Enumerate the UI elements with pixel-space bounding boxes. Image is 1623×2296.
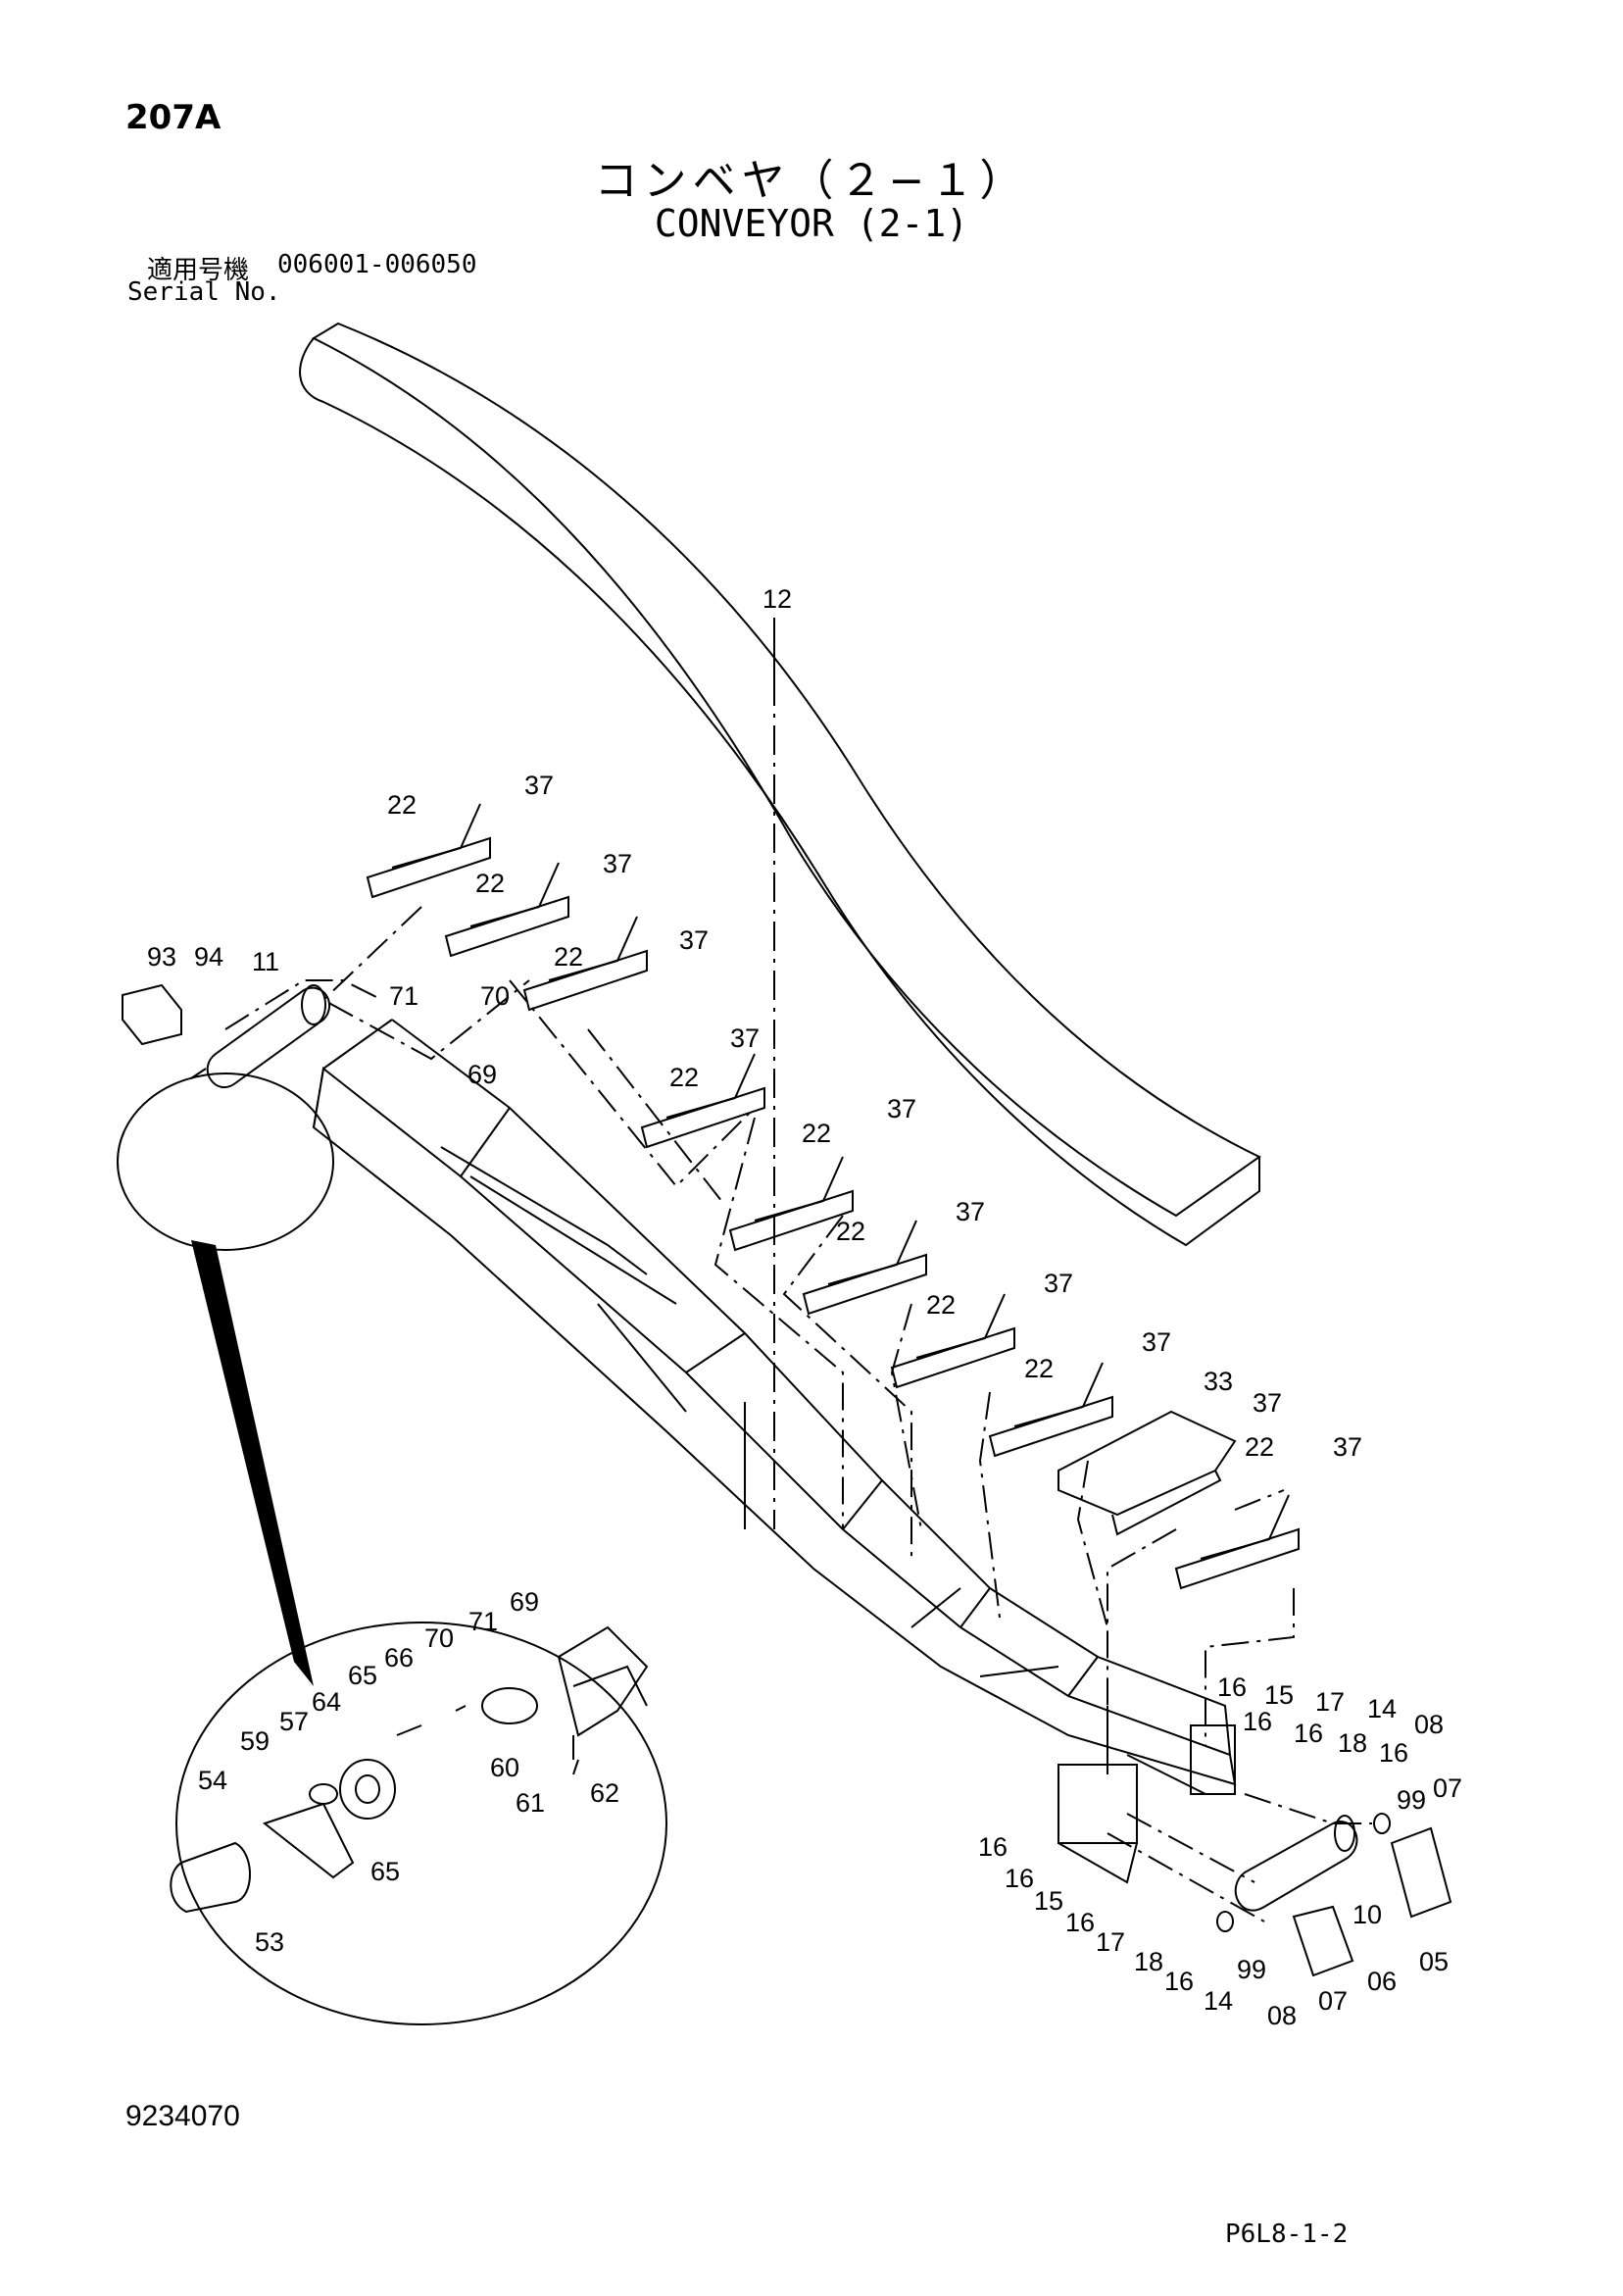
drive-detail-small-circle <box>117 1073 334 1251</box>
head-roller-assembly <box>122 983 330 1089</box>
callout-label: 60 <box>490 1753 519 1782</box>
callout-label: 22 <box>387 790 417 820</box>
callout-label: 37 <box>1142 1327 1171 1357</box>
idler-set <box>366 803 1300 1590</box>
callout-label: 18 <box>1338 1728 1367 1758</box>
callout-label: 37 <box>603 849 632 878</box>
serial-range: 006001-006050 <box>277 250 477 279</box>
callout-label: 22 <box>836 1217 865 1246</box>
callout-label: 08 <box>1267 2001 1297 2030</box>
serial-label-japanese: 適用号機 <box>147 256 250 285</box>
callout-label: 99 <box>1397 1785 1426 1815</box>
callout-label: 65 <box>348 1661 377 1690</box>
page-title-japanese: コンベヤ（２−１） <box>594 156 1029 206</box>
drawing-number: 9234070 <box>125 2100 240 2132</box>
callout-label: 14 <box>1367 1694 1397 1723</box>
callout-label: 16 <box>1065 1908 1095 1937</box>
callout-label: 16 <box>1217 1672 1247 1702</box>
callout-label: 37 <box>1253 1388 1282 1418</box>
callout-label: 22 <box>554 942 583 972</box>
callout-label: 53 <box>255 1927 284 1957</box>
callout-label: 66 <box>384 1643 414 1672</box>
callout-label: 22 <box>1024 1354 1054 1383</box>
callout-label: 16 <box>1164 1967 1194 1996</box>
drive-detail-parts <box>170 1625 649 1914</box>
callout-label: 16 <box>1294 1719 1323 1748</box>
callout-label: 15 <box>1034 1886 1063 1916</box>
callout-label: 70 <box>424 1623 454 1653</box>
callout-label: 69 <box>467 1060 497 1089</box>
callout-label: 37 <box>730 1023 760 1053</box>
callout-label: 70 <box>480 981 510 1011</box>
callout-label: 59 <box>240 1726 270 1756</box>
callout-label: 37 <box>956 1197 985 1226</box>
callout-label: 17 <box>1096 1927 1125 1957</box>
callout-label: 10 <box>1352 1900 1382 1929</box>
callout-label: 54 <box>198 1766 227 1795</box>
callout-labels: 12 22 37 22 37 22 37 37 22 22 37 22 37 2… <box>147 584 1462 2030</box>
tail-roller-assembly <box>1216 1813 1452 1977</box>
idler-leader-lines <box>224 906 1372 1922</box>
callout-label: 94 <box>194 942 223 972</box>
callout-label: 71 <box>468 1607 498 1636</box>
callout-label: 11 <box>252 947 279 976</box>
callout-label: 07 <box>1433 1773 1462 1803</box>
callout-label: 22 <box>669 1063 699 1092</box>
callout-label: 37 <box>1333 1432 1362 1462</box>
callout-label: 06 <box>1367 1967 1397 1996</box>
callout-label: 18 <box>1134 1947 1163 1976</box>
serial-label-english: Serial No. <box>127 277 281 307</box>
callout-label: 16 <box>978 1832 1008 1862</box>
drive-detail-large-circle <box>175 1622 667 2025</box>
callout-label: 93 <box>147 942 176 972</box>
callout-label: 12 <box>762 584 792 614</box>
callout-label: 22 <box>926 1290 956 1320</box>
page-id: 207A <box>125 98 221 137</box>
callout-label: 15 <box>1264 1680 1294 1710</box>
callout-label: 61 <box>516 1788 545 1818</box>
callout-label: 71 <box>389 981 418 1011</box>
callout-label: 17 <box>1315 1687 1345 1717</box>
callout-label: 62 <box>590 1778 619 1808</box>
callout-label: 08 <box>1414 1710 1444 1739</box>
hopper-cover <box>1057 1410 1237 1517</box>
callout-label: 57 <box>279 1707 309 1736</box>
callout-label: 05 <box>1419 1947 1449 1976</box>
page-code: P6L8-1-2 <box>1225 2220 1349 2249</box>
callout-label: 99 <box>1237 1955 1266 1984</box>
callout-label: 65 <box>370 1857 400 1886</box>
conveyor-belt <box>299 322 1261 1247</box>
callout-label: 07 <box>1318 1986 1348 2016</box>
callout-label: 16 <box>1379 1738 1408 1768</box>
callout-label: 37 <box>1044 1269 1073 1298</box>
page-title-english: CONVEYOR (2-1) <box>654 202 969 245</box>
callout-label: 16 <box>1005 1864 1034 1893</box>
conveyor-frame <box>312 1019 1237 1884</box>
callout-label: 37 <box>524 771 554 800</box>
callout-label: 14 <box>1204 1986 1233 2016</box>
callout-label: 16 <box>1243 1707 1272 1736</box>
callout-label: 22 <box>475 869 505 898</box>
callout-label: 64 <box>312 1687 341 1717</box>
callout-label: 69 <box>510 1587 539 1617</box>
callout-label: 22 <box>802 1119 831 1148</box>
callout-label: 37 <box>887 1094 916 1123</box>
callout-label: 33 <box>1204 1367 1233 1396</box>
callout-label: 37 <box>679 925 709 955</box>
callout-label: 22 <box>1245 1432 1274 1462</box>
